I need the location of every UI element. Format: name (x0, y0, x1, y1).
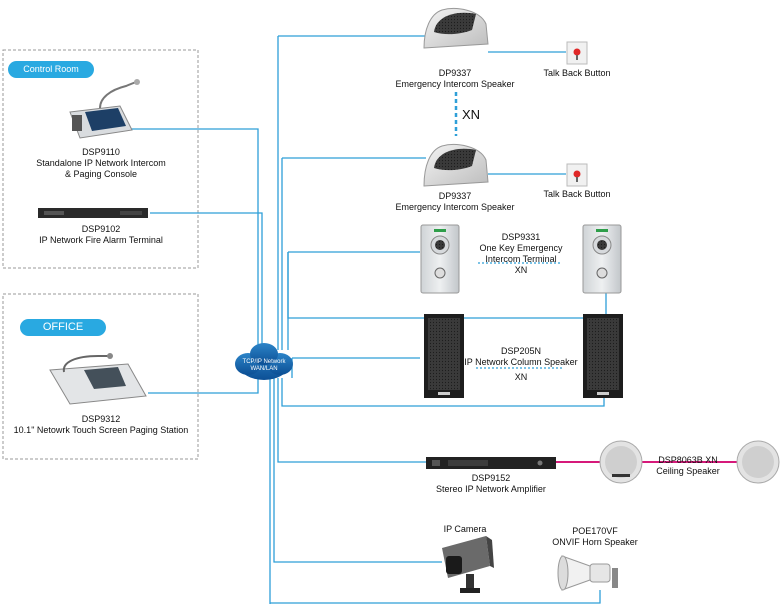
dsp9152-label: DSP9152 Stereo IP Network Amplifier (416, 473, 566, 495)
poe170vf-label: POE170VF ONVIF Horn Speaker (540, 526, 650, 548)
ceiling-speaker-right-icon (736, 440, 780, 484)
dsp9110-label: DSP9110 Standalone IP Network Intercom &… (6, 147, 196, 180)
stereo-amplifier-icon (426, 457, 556, 469)
ceiling-speaker-left-icon (599, 440, 643, 484)
emergency-terminal-left-icon (420, 224, 460, 294)
control-room-box (2, 49, 199, 269)
ip-camera-label: IP Camera (443, 524, 487, 534)
dsp9331-desc2: Intercom Terminal (485, 254, 557, 264)
network-cloud-line2: WAN/LAN (250, 366, 278, 372)
dp9337-bottom-desc: Emergency Intercom Speaker (395, 202, 515, 212)
dsp9312-model: DSP9312 (81, 414, 121, 424)
emergency-intercom-speaker-top-icon (423, 8, 489, 49)
talk-back-top-label: Talk Back Button (543, 68, 611, 78)
dsp9152-model: DSP9152 (471, 473, 511, 483)
column-speaker-right-icon (583, 314, 623, 398)
dsp8063b-label: DSP8063B XN Ceiling Speaker (646, 455, 730, 477)
dsp9110-model: DSP9110 (82, 147, 120, 157)
dsp9331-count: XN (514, 265, 528, 275)
office-box (2, 293, 199, 460)
emergency-terminal-right-icon (582, 224, 622, 294)
dsp9331-model: DSP9331 (501, 232, 541, 242)
poe170vf-desc1: ONVIF Horn Speaker (552, 537, 638, 547)
dp9337-top-label: DP9337 Emergency Intercom Speaker (386, 68, 524, 90)
network-cloud-icon (235, 343, 293, 380)
dsp9102-model: DSP9102 (81, 224, 121, 234)
dsp9152-desc1: Stereo IP Network Amplifier (436, 484, 546, 494)
dp9337-count: XN (462, 107, 481, 122)
paging-console-icon (69, 79, 140, 139)
horn-speaker-icon (557, 555, 618, 591)
dp9337-top-desc: Emergency Intercom Speaker (395, 79, 515, 89)
office-label: OFFICE (20, 319, 106, 336)
poe170vf-model: POE170VF (572, 526, 618, 536)
emergency-intercom-speaker-bottom-icon (423, 144, 489, 187)
dsp9312-desc1: 10.1" Netowrk Touch Screen Paging Statio… (13, 425, 189, 435)
dsp9110-desc2: & Paging Console (64, 169, 138, 179)
dsp9110-desc1: Standalone IP Network Intercom (36, 158, 166, 168)
network-connections (128, 35, 607, 604)
dp9337-top-model: DP9337 (438, 68, 472, 78)
dsp205n-model: DSP205N (500, 346, 542, 356)
dp9337-bottom-label: DP9337 Emergency Intercom Speaker (386, 191, 524, 213)
dsp9331-desc1: One Key Emergency (479, 243, 563, 253)
dsp205n-label: DSP205N IP Network Column Speaker (456, 346, 586, 368)
dsp8063b-model: DSP8063B XN (658, 455, 718, 465)
dsp9331-label: DSP9331 One Key Emergency Intercom Termi… (466, 232, 576, 276)
ip-camera-icon (442, 536, 494, 593)
fire-alarm-terminal-icon (38, 208, 148, 218)
dsp9102-label: DSP9102 IP Network Fire Alarm Terminal (6, 224, 196, 246)
talk-back-bottom-label: Talk Back Button (543, 189, 611, 199)
dsp205n-desc1: IP Network Column Speaker (464, 357, 578, 367)
dsp9312-label: DSP9312 10.1" Netowrk Touch Screen Pagin… (4, 414, 198, 436)
dp9337-bottom-model: DP9337 (438, 191, 472, 201)
control-room-label: Control Room (8, 61, 94, 78)
dsp9102-desc1: IP Network Fire Alarm Terminal (39, 235, 163, 245)
talk-back-button-bottom-icon (566, 163, 588, 187)
network-cloud-label: TCP/IP Network WAN/LAN (236, 359, 292, 373)
network-cloud-line1: TCP/IP Network (242, 359, 286, 365)
talk-back-button-top-icon (566, 41, 588, 65)
dsp8063b-desc1: Ceiling Speaker (656, 466, 720, 476)
dsp205n-count: XN (514, 372, 528, 382)
column-speaker-left-icon (424, 314, 464, 398)
paging-station-icon (49, 353, 147, 405)
